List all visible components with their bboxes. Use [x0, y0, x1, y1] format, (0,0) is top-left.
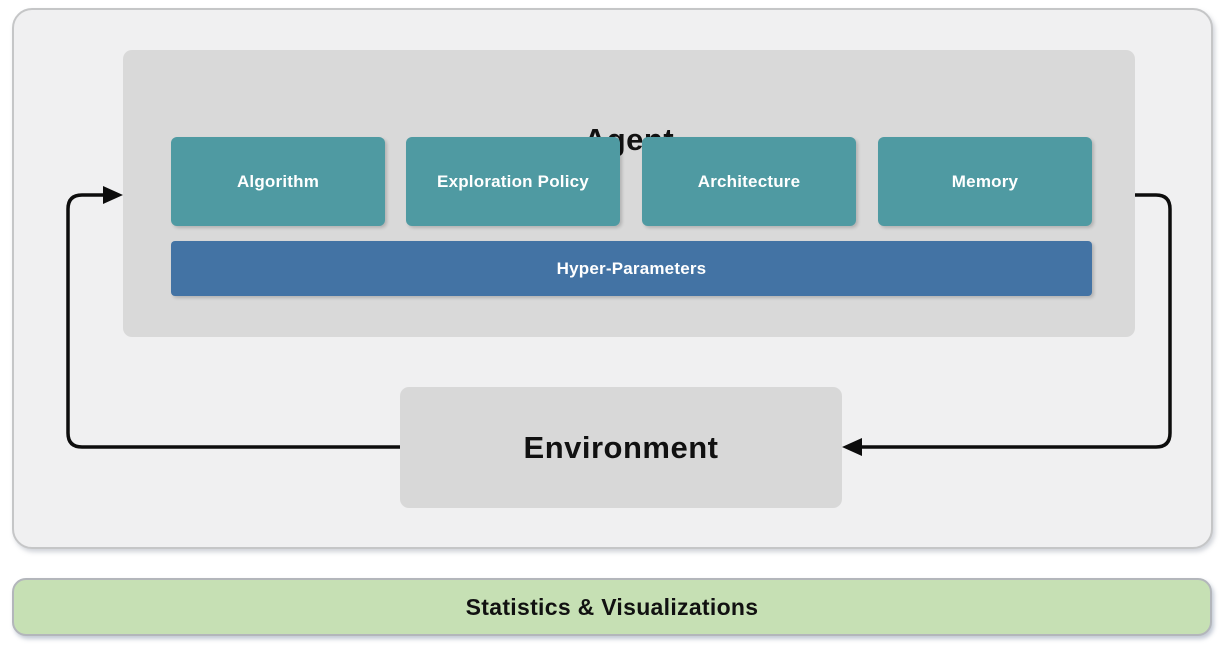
- statistics-visualizations-bar: Statistics & Visualizations: [12, 578, 1212, 636]
- environment-title: Environment: [523, 429, 719, 465]
- component-algorithm: Algorithm: [171, 137, 385, 226]
- component-memory: Memory: [878, 137, 1092, 226]
- statistics-visualizations-label: Statistics & Visualizations: [465, 593, 759, 620]
- component-exploration-policy: Exploration Policy: [406, 137, 620, 226]
- hyperparameters-bar: Hyper-Parameters: [171, 241, 1092, 296]
- component-architecture: Architecture: [642, 137, 856, 226]
- environment-box: Environment: [400, 387, 842, 508]
